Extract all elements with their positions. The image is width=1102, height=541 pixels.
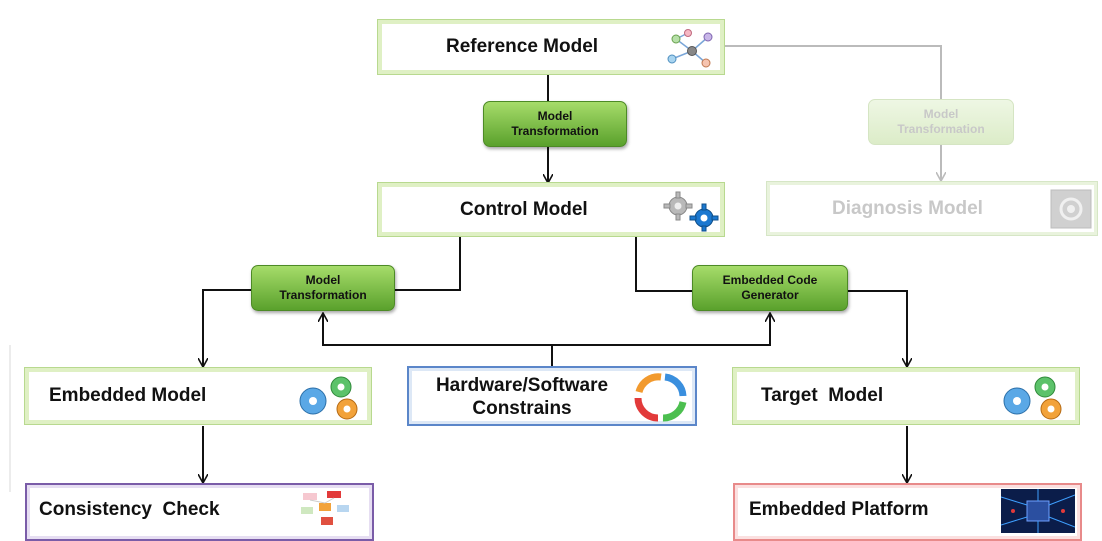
diagnosis-model-box: Diagnosis Model [766,181,1098,236]
network-graph-icon [667,29,713,68]
control-model-label: Control Model [460,198,588,220]
embedded-code-generator: Embedded Code Generator [692,265,848,311]
embedded-platform-label: Embedded Platform [749,499,929,520]
embedded-model-label: Embedded Model [49,385,207,406]
model-transformation-top: Model Transformation [483,101,627,147]
model-transformation-left: Model Transformation [251,265,395,311]
arrow-constraints-to-left-transform [323,314,553,366]
transform-faded-line2: Transformation [897,122,985,136]
hw-sw-line1: Hardware/Software [435,375,609,396]
arrow-constraints-to-codegen [552,314,770,346]
control-model-box: Control Model [377,182,725,237]
transform-left-line1: Model [305,273,341,287]
hw-sw-line2: Constrains [472,398,572,419]
gear-settings-icon [1050,189,1092,229]
transform-faded-line1: Model [923,107,959,121]
target-gears-icon [1003,376,1062,420]
hw-sw-constraints-box: Hardware/Software Constrains [407,366,697,426]
transform-top-line1: Model [537,109,573,123]
target-model-box: Target Model [732,367,1080,425]
embedded-gears-icon [299,376,358,420]
consistency-check-box: Consistency Check [25,483,374,541]
diagnosis-model-label: Diagnosis Model [832,197,983,219]
gears-icon [663,191,719,232]
hw-sw-constraints-label: Hardware/Software Constrains [415,374,629,420]
codegen-line1: Embedded Code [722,273,818,287]
flowchart-icon [301,491,349,525]
model-transformation-faded: Model Transformation [868,99,1014,145]
reference-model-box: Reference Model [377,19,725,75]
target-model-label: Target Model [761,385,884,406]
consistency-check-label: Consistency Check [39,499,220,520]
embedded-model-box: Embedded Model [24,367,372,425]
embedded-platform-box: Embedded Platform [733,483,1082,541]
transform-top-line2: Transformation [511,124,599,138]
codegen-line2: Generator [741,288,799,302]
circuit-board-icon [1001,489,1075,533]
reference-model-label: Reference Model [446,36,599,57]
transform-left-line2: Transformation [279,288,367,302]
cycle-arrows-icon [634,373,687,422]
